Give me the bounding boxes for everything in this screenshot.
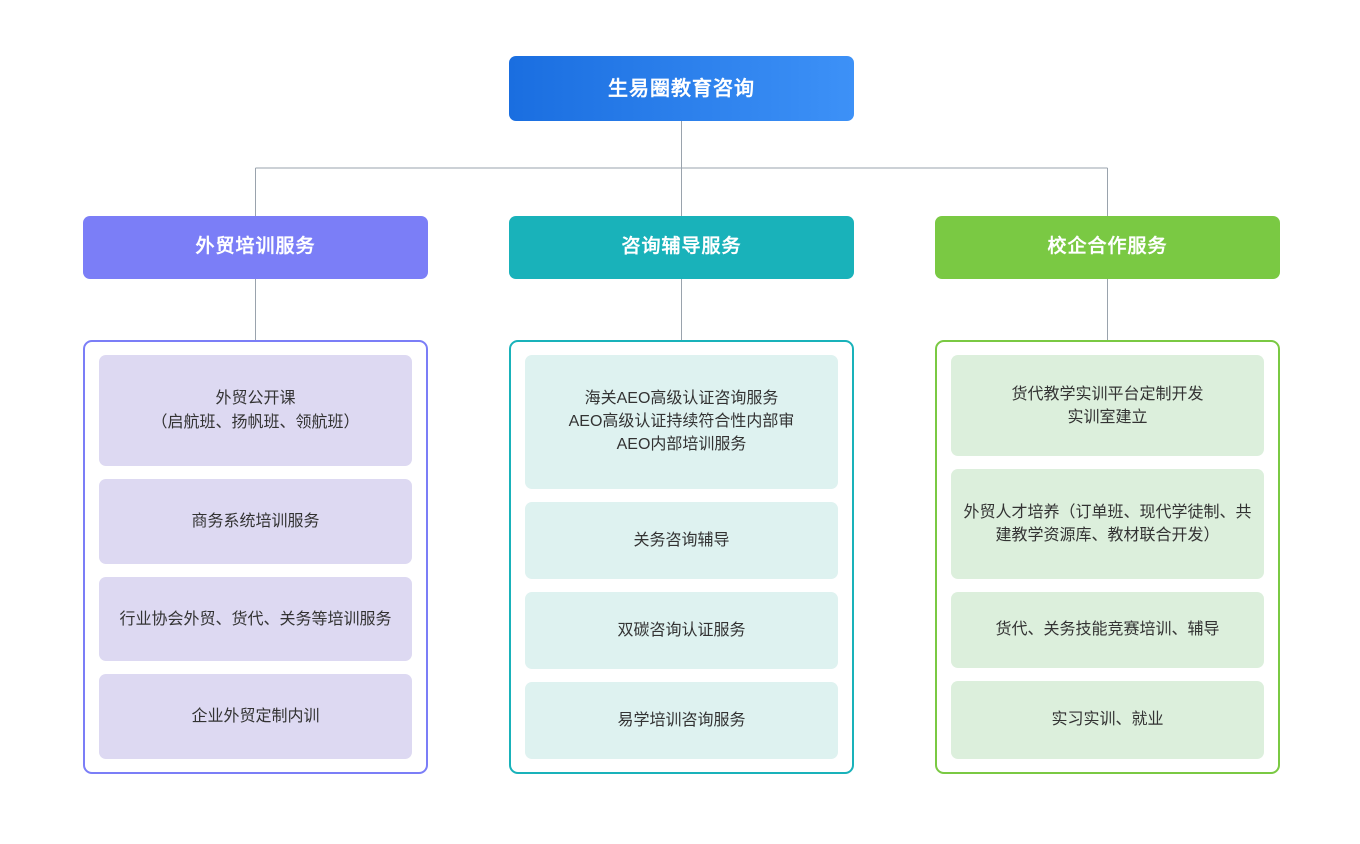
service-item-label: 货代教学实训平台定制开发 实训室建立 <box>1011 385 1204 426</box>
service-item-label: 关务咨询辅导 <box>633 531 730 549</box>
service-item-card[interactable]: 外贸人才培养（订单班、现代学徒制、共建教学资源库、教材联合开发） <box>951 469 1264 579</box>
service-item-label: 易学培训咨询服务 <box>617 711 746 729</box>
service-item-label: 外贸公开课 （启航班、扬帆班、领航班） <box>151 390 360 431</box>
root-node[interactable]: 生易圈教育咨询 <box>509 56 854 121</box>
service-item-label: 企业外贸定制内训 <box>191 708 320 726</box>
service-item-card[interactable]: 实习实训、就业 <box>951 680 1264 760</box>
service-item-card[interactable]: 双碳咨询认证服务 <box>525 591 838 669</box>
service-item-label: 海关AEO高级认证咨询服务 AEO高级认证持续符合性内部审 AEO内部培训服务 <box>568 389 795 454</box>
service-item-card[interactable]: 货代教学实训平台定制开发 实训室建立 <box>951 355 1264 457</box>
service-item-card[interactable]: 企业外贸定制内训 <box>99 674 412 759</box>
service-item-card[interactable]: 商务系统培训服务 <box>99 479 412 564</box>
service-item-label: 商务系统培训服务 <box>191 513 320 531</box>
branch-header-label: 校企合作服务 <box>1047 236 1168 258</box>
branch-header-label: 咨询辅导服务 <box>621 236 742 258</box>
service-item-label: 双碳咨询认证服务 <box>617 621 746 639</box>
service-item-card[interactable]: 海关AEO高级认证咨询服务 AEO高级认证持续符合性内部审 AEO内部培训服务 <box>525 355 838 489</box>
branch-header-school-enterprise[interactable]: 校企合作服务 <box>935 216 1280 279</box>
group-box-consulting-tutoring: 海关AEO高级认证咨询服务 AEO高级认证持续符合性内部审 AEO内部培训服务 … <box>509 340 854 774</box>
branch-header-consulting-tutoring[interactable]: 咨询辅导服务 <box>509 216 854 279</box>
branch-header-foreign-trade-training[interactable]: 外贸培训服务 <box>83 216 428 279</box>
group-box-school-enterprise: 货代教学实训平台定制开发 实训室建立 外贸人才培养（订单班、现代学徒制、共建教学… <box>935 340 1280 774</box>
group-box-foreign-trade-training: 外贸公开课 （启航班、扬帆班、领航班） 商务系统培训服务 行业协会外贸、货代、关… <box>83 340 428 774</box>
service-item-label: 外贸人才培养（订单班、现代学徒制、共建教学资源库、教材联合开发） <box>963 503 1252 545</box>
branch-header-label: 外贸培训服务 <box>195 236 316 258</box>
service-item-label: 行业协会外贸、货代、关务等培训服务 <box>119 610 392 628</box>
service-item-label: 货代、关务技能竞赛培训、辅导 <box>995 621 1220 639</box>
service-item-card[interactable]: 货代、关务技能竞赛培训、辅导 <box>951 591 1264 668</box>
root-node-label: 生易圈教育咨询 <box>608 77 755 100</box>
service-item-card[interactable]: 外贸公开课 （启航班、扬帆班、领航班） <box>99 355 412 467</box>
service-item-card[interactable]: 易学培训咨询服务 <box>525 681 838 759</box>
service-item-card[interactable]: 关务咨询辅导 <box>525 501 838 579</box>
service-item-label: 实习实训、就业 <box>1051 711 1164 729</box>
service-item-card[interactable]: 行业协会外贸、货代、关务等培训服务 <box>99 576 412 662</box>
